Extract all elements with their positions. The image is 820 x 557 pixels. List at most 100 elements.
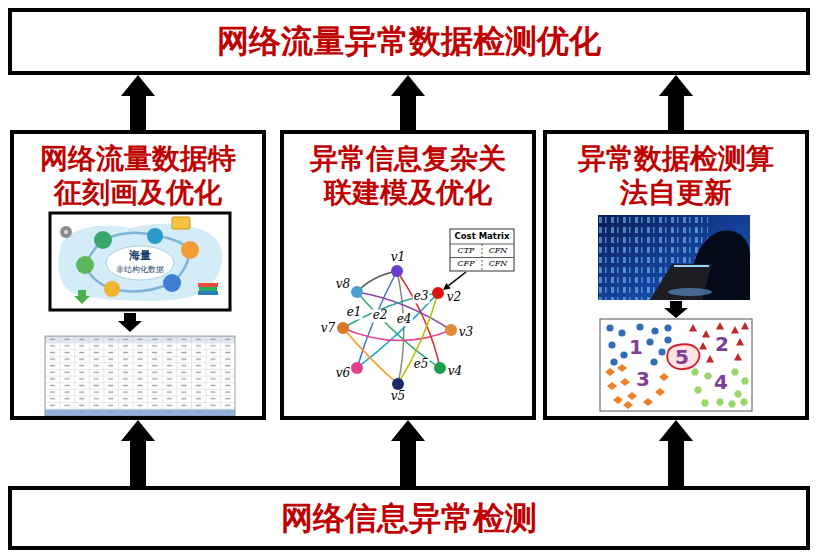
cost-matrix-table xyxy=(450,229,514,271)
cluster-scatter xyxy=(736,338,744,346)
edge-name: e1 xyxy=(346,306,363,319)
vertex-label: v3 xyxy=(459,326,473,339)
center-word: 海量 xyxy=(129,250,151,262)
block-arrow xyxy=(121,75,155,130)
hacker-picture xyxy=(598,215,750,300)
data-cloud-picture xyxy=(199,287,217,291)
edge-name: e2 xyxy=(372,309,389,322)
cluster-scatter xyxy=(731,369,739,376)
node-title: 网络流量数据特征刻画及优化 xyxy=(31,142,245,210)
cost-matrix-table xyxy=(450,244,514,258)
graph-vertices xyxy=(391,265,403,277)
cluster-scatter xyxy=(734,391,742,398)
cluster-scatter xyxy=(664,336,671,343)
data-cloud-picture xyxy=(163,274,181,292)
cluster-scatter xyxy=(620,378,630,386)
data-cloud-picture xyxy=(50,213,230,310)
cluster-scatter xyxy=(716,322,724,330)
data-cloud-picture xyxy=(58,224,222,301)
graph-vertices xyxy=(392,378,404,390)
data-cloud-picture xyxy=(94,231,112,249)
table-cell: CFP xyxy=(457,260,474,269)
cluster-scatter xyxy=(623,401,633,409)
cluster-scatter xyxy=(646,338,653,345)
pointer-arrow xyxy=(443,283,451,290)
cluster-scatter xyxy=(618,329,625,336)
feature-table-picture xyxy=(45,336,235,416)
data-cloud-picture xyxy=(50,213,230,310)
hacker-picture xyxy=(650,264,712,300)
cluster-number: 1 xyxy=(629,336,643,358)
data-cloud-picture xyxy=(104,281,120,297)
table-cell: CFN xyxy=(489,247,508,256)
data-cloud-picture xyxy=(198,283,218,287)
data-cloud-picture xyxy=(76,256,94,274)
data-cloud-picture xyxy=(64,230,68,234)
graph-vertices xyxy=(337,322,349,334)
graph-vertices xyxy=(445,324,457,336)
research-panel: 异常信息复杂关联建模及优化 xyxy=(280,130,536,420)
cluster-scatter xyxy=(689,324,697,332)
cluster-scatter xyxy=(610,358,617,365)
cluster-scatter xyxy=(620,351,627,358)
block-arrow xyxy=(659,420,693,486)
vertex-label: v8 xyxy=(336,278,350,291)
cost-matrix-table xyxy=(482,244,483,271)
cluster-scatter xyxy=(643,398,653,406)
hacker-picture xyxy=(598,215,750,300)
cluster-scatter xyxy=(741,378,749,385)
vertex-label: v7 xyxy=(321,322,335,335)
graph-edges xyxy=(343,328,451,341)
cluster-scatter xyxy=(664,324,671,331)
data-cloud-picture xyxy=(181,241,199,259)
cluster-scatter xyxy=(740,399,748,406)
vertex-label: v6 xyxy=(336,367,350,380)
cluster-scatter xyxy=(600,319,752,411)
center-word: 非结构化数据 xyxy=(116,266,164,275)
cluster-number: 4 xyxy=(714,371,728,393)
graph-vertices xyxy=(432,287,444,299)
edge-name: e4 xyxy=(396,313,413,326)
small-down-arrow xyxy=(118,313,142,332)
research-panel: 网络流量数据特征刻画及优化 xyxy=(10,130,266,420)
pointer-arrow xyxy=(443,272,466,290)
cluster-number: 3 xyxy=(636,368,650,390)
graph-edges xyxy=(343,328,398,384)
block-arrow xyxy=(659,75,693,130)
cluster-scatter xyxy=(716,399,724,406)
data-cloud-picture xyxy=(147,228,163,244)
hacker-picture xyxy=(668,288,712,296)
graph-edges xyxy=(343,271,451,384)
cluster-scatter xyxy=(741,322,749,330)
graph-edges xyxy=(398,293,438,384)
cluster-scatter xyxy=(704,373,712,380)
data-cloud-picture xyxy=(172,217,190,229)
graph-edges xyxy=(397,271,404,384)
cluster-number: 2 xyxy=(715,333,729,355)
cluster-scatter xyxy=(659,373,669,381)
vertex-label: v1 xyxy=(391,251,405,264)
cluster-scatter xyxy=(706,355,714,363)
cluster-scatter xyxy=(702,330,710,338)
graph-vertices xyxy=(351,362,363,374)
base-box: 网络信息异常检测 xyxy=(8,486,810,550)
block-arrow xyxy=(121,420,155,486)
cluster-scatter xyxy=(613,396,623,404)
cluster-scatter xyxy=(691,369,699,376)
vertex-label: v2 xyxy=(447,291,461,304)
cluster-scatter xyxy=(617,364,627,372)
cluster-scatter xyxy=(651,327,658,334)
table-heading: Cost Matrix xyxy=(454,232,509,241)
research-panel: 异常数据检测算法自更新 xyxy=(543,130,809,420)
table-cell: CTP xyxy=(458,247,475,256)
data-cloud-picture xyxy=(198,291,218,295)
cluster-scatter xyxy=(667,344,699,369)
cluster-scatter xyxy=(600,319,752,411)
goal-box: 网络流量异常数据检测优化 xyxy=(8,8,810,75)
node-title: 异常数据检测算法自更新 xyxy=(569,142,783,210)
data-cloud-picture xyxy=(74,290,90,304)
cluster-scatter xyxy=(699,342,707,350)
data-cloud-picture xyxy=(106,246,174,280)
